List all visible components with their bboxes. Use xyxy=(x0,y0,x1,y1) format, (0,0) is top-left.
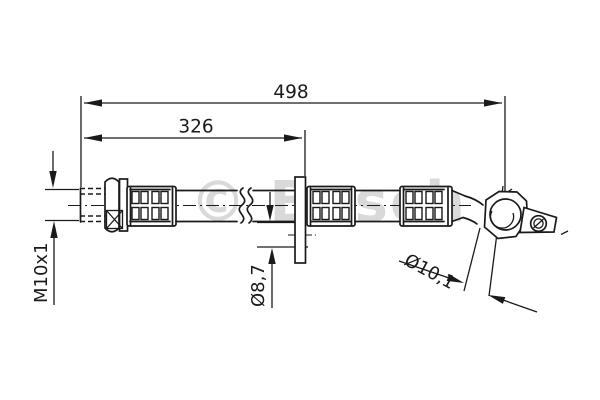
banjo-inner-chamfer xyxy=(489,210,515,229)
dim-label-d87: Ø8,7 xyxy=(248,264,269,307)
tab-screw-inner xyxy=(533,218,544,229)
dimension-intermediate-length: 326 xyxy=(84,117,302,142)
dim-label-498: 498 xyxy=(273,82,308,103)
mounting-bracket xyxy=(294,176,307,264)
banjo-fitting xyxy=(483,190,569,240)
crimp-sleeve-left xyxy=(126,185,177,227)
dimension-thread: M10x1 xyxy=(31,151,79,305)
hose-break-symbol xyxy=(238,187,254,224)
hose-section-right xyxy=(354,189,401,223)
crimp-sleeve-middle xyxy=(306,185,356,227)
hose-section-left xyxy=(175,189,296,223)
bent-tube xyxy=(451,189,484,225)
male-thread-fitting xyxy=(79,177,129,233)
crimp-x-mark xyxy=(105,209,124,230)
crimp-sleeve-right xyxy=(399,185,453,227)
dimension-overall-length: 498 xyxy=(80,82,513,200)
dim-label-326: 326 xyxy=(178,117,213,138)
stray-tick xyxy=(560,230,569,236)
dim-label-d101: Ø10,1 xyxy=(401,250,459,294)
banjo-eye-hole xyxy=(489,198,522,231)
dim-label-m10x1: M10x1 xyxy=(31,242,52,303)
tab-screw-slot xyxy=(533,218,544,229)
